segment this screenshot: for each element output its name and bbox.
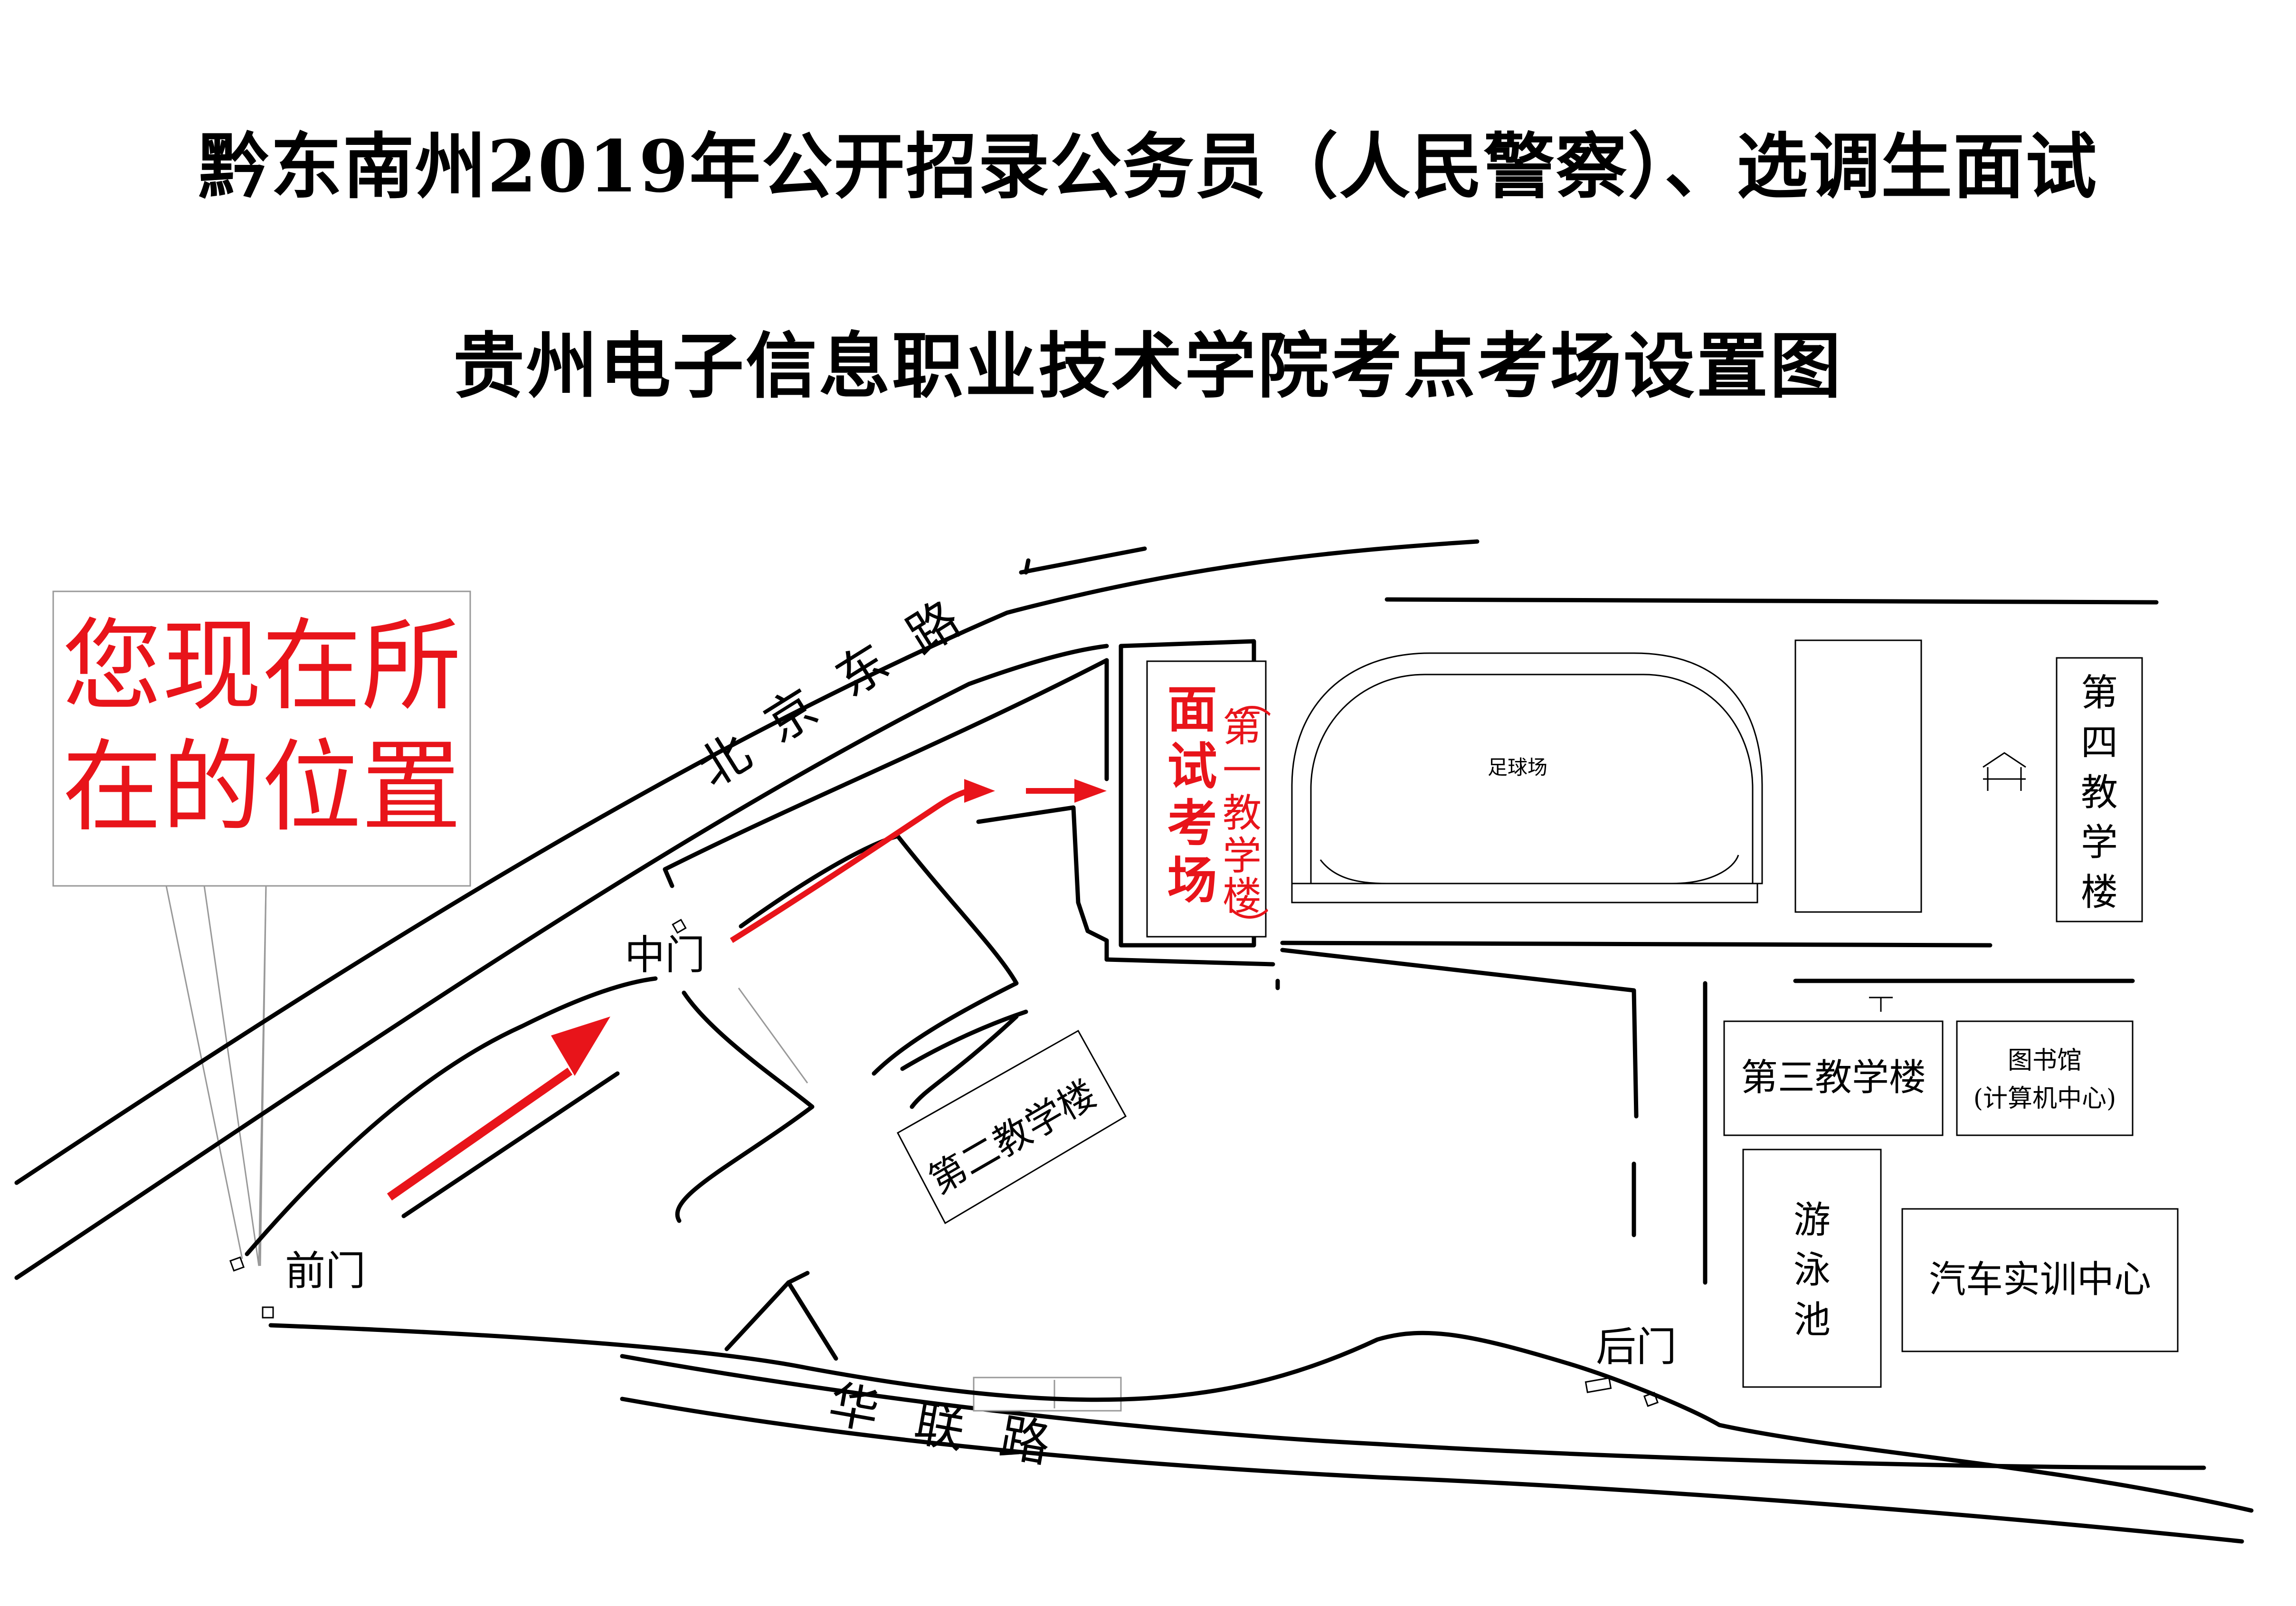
first-building-char-4: 教 <box>1223 791 1262 836</box>
north-road-char-2: 京 <box>755 678 828 753</box>
fourth-teaching-building: 第 四 教 学 楼 <box>2056 657 2143 922</box>
south-road-char-1: 华 <box>825 1375 884 1440</box>
swimming-pool-char-1: 游 <box>1793 1199 1831 1242</box>
football-field: 足球场 <box>1291 652 1763 903</box>
front-gate-label: 前门 <box>285 1248 366 1295</box>
front-gate: 前门 <box>229 1248 366 1319</box>
campus-roads <box>245 597 2254 1513</box>
second-teaching-building: 第二教学楼 <box>896 1029 1127 1225</box>
library-label-line1: 图书馆 <box>2008 1046 2082 1075</box>
south-road-char-2: 联 <box>910 1394 969 1459</box>
first-building-char-1: （ <box>1228 679 1273 718</box>
first-building-char-2: 第 <box>1223 705 1262 751</box>
south-road-char-3: 路 <box>996 1408 1055 1473</box>
you-are-here-line2: 在的位置 <box>62 729 461 846</box>
route-arrow-lower-shaft <box>387 1067 573 1201</box>
route-arrow-upper-head <box>964 779 995 803</box>
route-arrow-upper-shaft <box>730 788 970 943</box>
route-arrow-lower-head <box>551 1017 610 1076</box>
field-side-building <box>1794 639 1922 913</box>
fourth-building-char-1: 第 <box>2081 672 2118 714</box>
fourth-building-char-4: 学 <box>2081 821 2118 864</box>
fourth-building-char-2: 四 <box>2081 722 2118 764</box>
swimming-pool-char-2: 泳 <box>1793 1249 1831 1292</box>
first-teaching-building: 面 试 考 场 （ 第 一 教 学 楼 ） <box>1119 639 1273 948</box>
back-gate-label: 后门 <box>1596 1324 1677 1371</box>
third-building-label: 第三教学楼 <box>1741 1056 1926 1099</box>
swimming-pool: 游 泳 池 <box>1742 1149 1882 1388</box>
library-building: 图书馆 (计算机中心) <box>1956 1020 2134 1136</box>
interview-hall-char-2: 试 <box>1167 737 1217 796</box>
back-gate: 后门 <box>1584 1324 1677 1407</box>
you-are-here-line1: 您现在所 <box>62 608 461 724</box>
interview-hall-char-3: 考 <box>1167 794 1217 853</box>
interview-hall-char-4: 场 <box>1167 851 1217 910</box>
middle-gate: 中门 <box>625 919 705 979</box>
route-arrows <box>387 779 1107 1201</box>
first-building-char-6: 楼 <box>1223 874 1262 919</box>
library-marker <box>1869 997 1893 1012</box>
map-title-line2: 贵州电子信息职业技术学院考点考场设置图 <box>453 324 1843 408</box>
you-are-here-callout: 您现在所 在的位置 <box>52 590 471 1266</box>
third-teaching-building: 第三教学楼 <box>1723 1020 1944 1136</box>
football-field-label: 足球场 <box>1488 756 1547 779</box>
south-road: 华 联 路 <box>620 1354 2244 1544</box>
library-label-line2: (计算机中心) <box>1973 1084 2116 1113</box>
north-road-char-4: 路 <box>897 590 970 665</box>
swimming-pool-char-3: 池 <box>1793 1299 1831 1341</box>
first-building-char-5: 学 <box>1223 834 1262 879</box>
fourth-building-char-5: 楼 <box>2081 871 2118 914</box>
first-building-char-7: ） <box>1225 907 1271 946</box>
map-title-line1: 黔东南州2019年公开招录公务员（人民警察）、选调生面试 <box>198 125 2098 209</box>
fourth-building-char-3: 教 <box>2081 771 2118 814</box>
auto-training-center: 汽车实训中心 <box>1901 1208 2179 1352</box>
route-arrow-short-head <box>1074 779 1107 803</box>
north-road-char-3: 东 <box>826 633 899 708</box>
auto-training-label: 汽车实训中心 <box>1929 1258 2151 1301</box>
first-building-char-3: 一 <box>1223 748 1262 793</box>
small-pavilion-icon <box>1983 752 2026 791</box>
interview-hall-char-1: 面 <box>1167 680 1217 739</box>
middle-gate-label: 中门 <box>625 932 705 979</box>
